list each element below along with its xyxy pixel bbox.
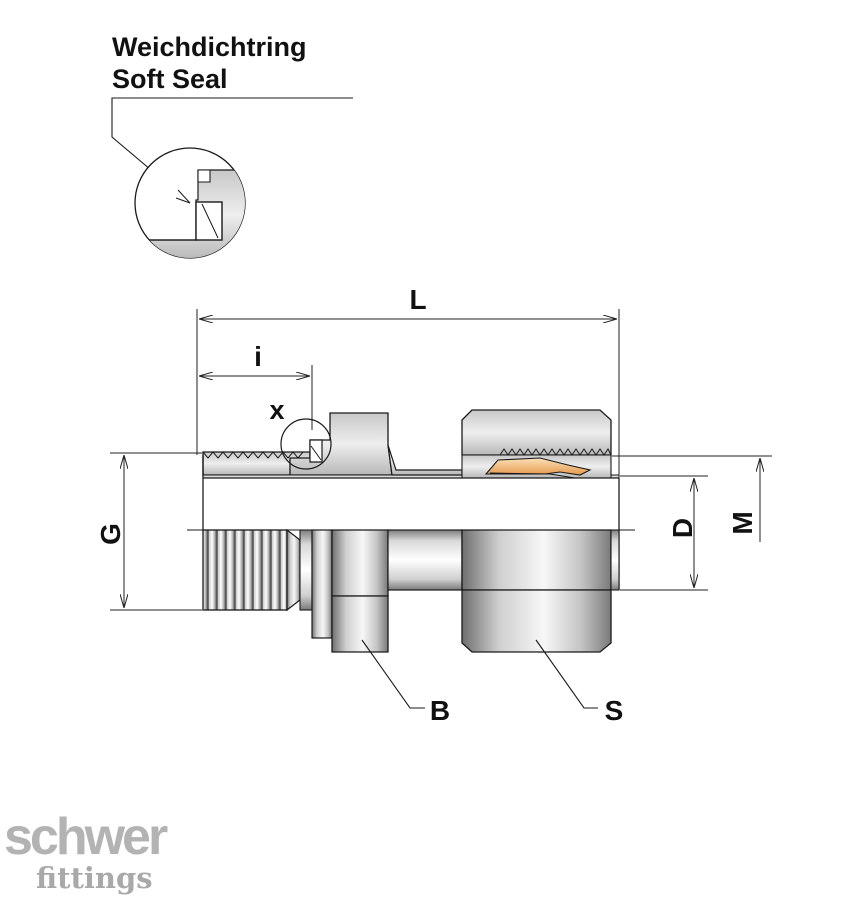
schwer-fittings-logo: schwer fittings <box>4 808 171 895</box>
label-g: G <box>95 523 126 545</box>
label-i: i <box>254 341 262 372</box>
label-b: B <box>430 695 450 726</box>
soft-seal-callout: Weichdichtring Soft Seal <box>111 32 353 259</box>
leader-body-hex: B <box>361 639 450 726</box>
logo-subline: fittings <box>36 861 153 895</box>
seal-label-german: Weichdichtring <box>112 32 307 62</box>
label-x: x <box>269 395 284 425</box>
fitting-body <box>187 409 635 653</box>
dimension-nut-thread: M <box>612 455 772 542</box>
label-s: S <box>605 695 624 726</box>
dimension-thread: G <box>95 452 202 611</box>
nut-hex <box>461 529 612 591</box>
dimension-bore: D <box>620 475 708 591</box>
dimension-insert: i <box>199 341 313 430</box>
seal-detail-circle <box>134 147 246 259</box>
detail-x-callout: x <box>269 395 332 470</box>
label-d: D <box>667 518 698 538</box>
label-m: M <box>727 511 758 534</box>
body-hex <box>331 529 389 597</box>
ferrule <box>484 457 592 476</box>
seal-label-english: Soft Seal <box>112 64 228 94</box>
stud-thread <box>202 529 288 611</box>
soft-seal-ring <box>195 201 223 241</box>
label-l: L <box>409 284 426 315</box>
leader-nut-hex: S <box>535 639 624 726</box>
logo-wordmark: schwer <box>4 808 168 866</box>
